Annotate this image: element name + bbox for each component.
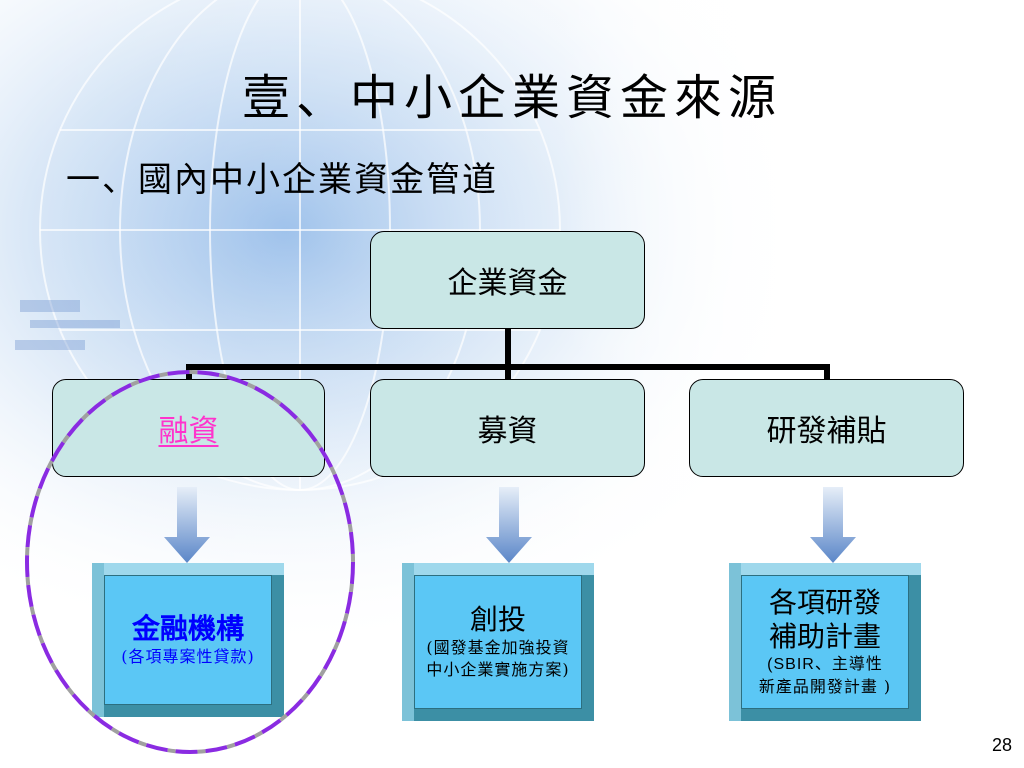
down-arrow-icon (486, 487, 532, 563)
down-arrow-icon (810, 487, 856, 563)
branch-node-fundraising: 募資 (370, 379, 645, 477)
target-title-line-2: 補助計畫 (768, 620, 881, 653)
target-detail: (各項專案性貸款) (121, 647, 255, 666)
target-title: 金融機構 (131, 612, 244, 645)
branch-node-fundraising-label: 募資 (477, 414, 538, 449)
root-node: 企業資金 (370, 231, 645, 329)
branch-node-financing-label[interactable]: 融資 (158, 414, 219, 449)
section-subtitle: 一、國內中小企業資金管道 (66, 160, 498, 200)
target-title-line-1: 各項研發 (768, 586, 881, 619)
target-box-financial-institutions: 金融機構 (各項專案性貸款) (92, 563, 284, 717)
target-detail-line-2: 新產品開發計畫 ) (758, 677, 892, 696)
branch-node-rd-subsidy: 研發補貼 (689, 379, 964, 477)
root-stem (505, 329, 511, 367)
root-node-label: 企業資金 (447, 266, 568, 301)
target-detail-line-1: (國發基金加強投資 (426, 638, 570, 657)
target-detail-line-1: (SBIR、主導性 (767, 656, 883, 673)
down-arrow-icon (164, 487, 210, 563)
target-title: 創投 (469, 603, 526, 636)
page-title: 壹、中小企業資金來源 (241, 70, 782, 126)
branch-stem-right (824, 364, 830, 380)
branch-node-rd-subsidy-label: 研發補貼 (766, 414, 887, 449)
target-detail-line-2: 中小企業實施方案) (426, 660, 570, 679)
branch-stem-middle (505, 364, 511, 380)
branch-node-financing: 融資 (52, 379, 325, 477)
target-box-venture-capital: 創投 (國發基金加強投資 中小企業實施方案) (402, 563, 594, 721)
page-number: 28 (991, 735, 1012, 755)
target-box-rd-grants: 各項研發 補助計畫 (SBIR、主導性 新產品開發計畫 ) (729, 563, 921, 721)
branch-stem-left (186, 364, 192, 380)
